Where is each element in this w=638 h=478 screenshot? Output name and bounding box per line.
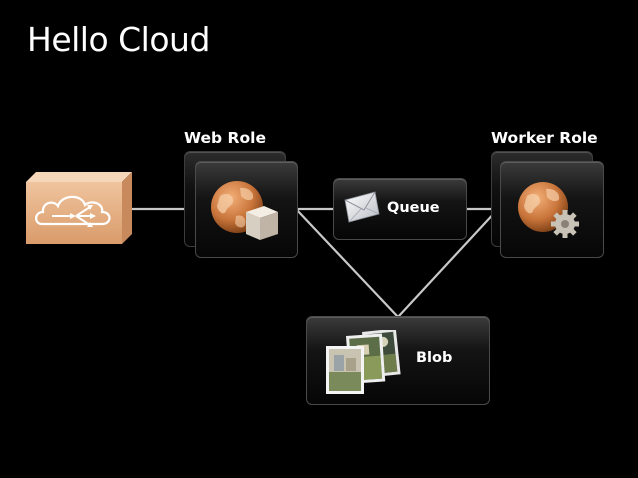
globe-with-gear-icon [518, 182, 579, 238]
blob-label: Blob [416, 350, 453, 366]
photo-stack-icon [326, 328, 401, 394]
worker-role-label: Worker Role [491, 129, 598, 147]
slide-title: Hello Cloud [27, 20, 210, 59]
worker-role-icon-wrap [515, 180, 581, 246]
queue-label: Queue [387, 200, 440, 216]
web-role-icon-wrap [206, 178, 284, 246]
load-balancer-node [26, 172, 134, 250]
connector-worker-role-to-blob [397, 208, 499, 318]
queue-node [333, 178, 467, 240]
blob-icon-wrap [322, 328, 402, 400]
web-role-label: Web Role [184, 129, 266, 147]
cloud-load-balancer-icon [26, 172, 132, 244]
connector-web-role-to-blob [295, 208, 399, 318]
envelope-icon [344, 191, 380, 223]
globe-with-package-icon [211, 181, 278, 240]
queue-icon-wrap [343, 190, 381, 228]
